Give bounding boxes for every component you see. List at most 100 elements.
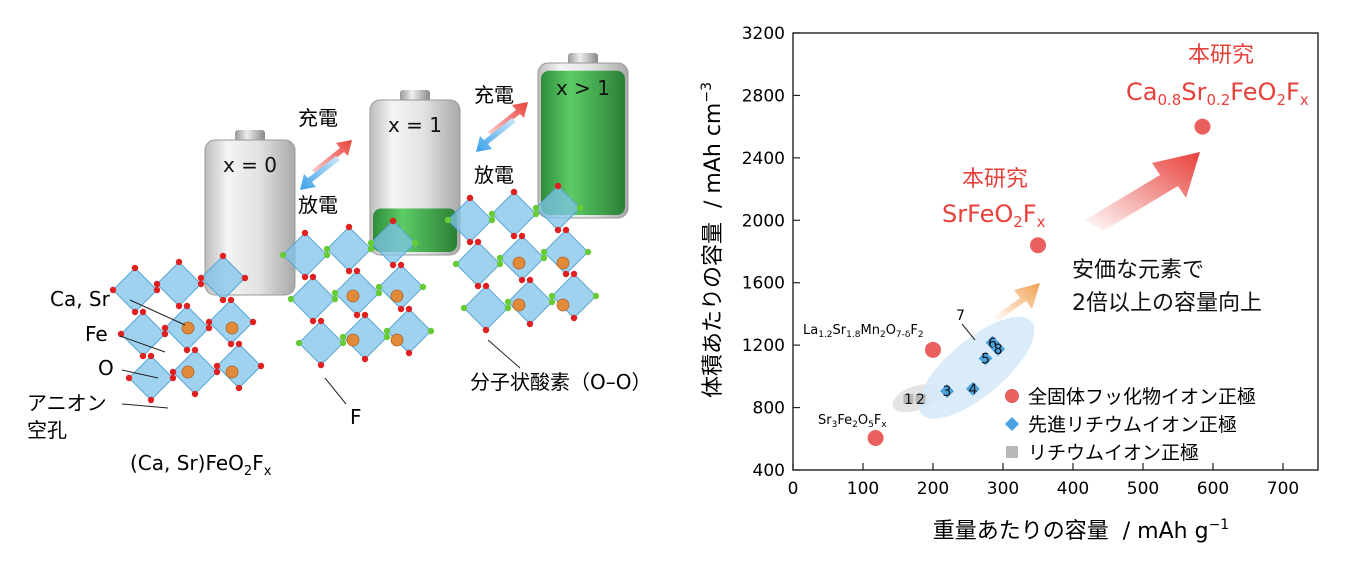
oxygen-atom-icon bbox=[153, 280, 161, 288]
crystal-structure-3 bbox=[444, 182, 600, 334]
data-point-number: 5 bbox=[981, 351, 990, 367]
cation-atom-icon bbox=[512, 256, 526, 270]
fe-octahedron-icon bbox=[386, 308, 432, 354]
legend-marker-circle-icon bbox=[1005, 389, 1019, 403]
battery-state-label: x = 0 bbox=[223, 153, 277, 177]
fe-octahedron-icon bbox=[491, 191, 537, 237]
oxygen-atom-icon bbox=[117, 330, 125, 338]
cation-atom-icon bbox=[181, 365, 195, 379]
data-point-circle bbox=[1194, 118, 1211, 135]
cheap-elements-label-1: 安価な元素で bbox=[1072, 258, 1204, 283]
battery-terminal-icon bbox=[400, 90, 430, 102]
oxygen-atom-icon bbox=[131, 264, 139, 272]
oxygen-atom-icon bbox=[161, 324, 169, 332]
y-tick-label: 2000 bbox=[742, 211, 785, 231]
oxygen-atom-icon bbox=[353, 267, 361, 275]
data-point-square bbox=[903, 393, 914, 404]
fluorine-atom-icon bbox=[411, 239, 419, 247]
label-fe: Fe bbox=[85, 322, 108, 346]
oxygen-atom-icon bbox=[183, 302, 191, 310]
battery-state-label: x > 1 bbox=[556, 76, 610, 100]
oxygen-atom-icon bbox=[301, 273, 309, 281]
fluorine-atom-icon bbox=[496, 260, 504, 268]
oxygen-atom-icon bbox=[197, 274, 205, 282]
oxygen-atom-icon bbox=[397, 261, 405, 269]
oxygen-atom-icon bbox=[526, 276, 534, 284]
oxygen-atom-icon bbox=[309, 317, 317, 325]
oxygen-atom-icon bbox=[397, 305, 405, 313]
fluorine-atom-icon bbox=[452, 260, 460, 268]
crystal-structures bbox=[109, 182, 600, 404]
oxygen-atom-icon bbox=[466, 194, 474, 202]
oxygen-atom-icon bbox=[139, 352, 147, 360]
fluorine-atom-icon bbox=[592, 292, 600, 300]
oxygen-atom-icon bbox=[175, 302, 183, 310]
oxygen-atom-icon bbox=[147, 396, 155, 404]
legend-entry-label: 先進リチウムイオン正極 bbox=[1028, 414, 1237, 436]
fluorine-atom-icon bbox=[540, 248, 548, 256]
oxygen-atom-icon bbox=[191, 346, 199, 354]
y-tick-label: 800 bbox=[753, 399, 785, 419]
cafeo-formula-label: Ca0.8Sr0.2FeO2Fx bbox=[1126, 78, 1309, 109]
data-point-number: 6 bbox=[988, 336, 997, 352]
plot-area bbox=[792, 32, 1319, 471]
cation-atom-icon bbox=[225, 321, 239, 335]
legend-marker-square-icon bbox=[1006, 446, 1018, 458]
oxygen-atom-icon bbox=[169, 374, 177, 382]
discharge-label: 放電 bbox=[474, 163, 514, 187]
oxygen-atom-icon bbox=[213, 368, 221, 376]
fluorine-atom-icon bbox=[444, 216, 452, 224]
label-anion-vacancy-2: 空孔 bbox=[27, 418, 67, 442]
fluorine-atom-icon bbox=[367, 239, 375, 247]
label-la-sr-mn-o-f: La1.2Sr1.8Mn2O7-δF2 bbox=[803, 323, 924, 340]
oxygen-atom-icon bbox=[197, 280, 205, 288]
fluorine-atom-icon bbox=[488, 216, 496, 224]
label-o: O bbox=[98, 356, 114, 380]
oxygen-atom-icon bbox=[161, 330, 169, 338]
data-point-number: 1 bbox=[904, 392, 913, 408]
fluorine-atom-icon bbox=[331, 295, 339, 303]
oxygen-atom-icon bbox=[301, 229, 309, 237]
fluorine-atom-icon bbox=[367, 245, 375, 253]
fe-octahedron-icon bbox=[128, 355, 174, 401]
fe-octahedron-icon bbox=[290, 276, 336, 322]
oxygen-atom-icon bbox=[389, 217, 397, 225]
fluorine-atom-icon bbox=[548, 298, 556, 306]
oxygen-atom-icon bbox=[562, 226, 570, 234]
fluorine-atom-icon bbox=[339, 333, 347, 341]
oxygen-atom-icon bbox=[191, 390, 199, 398]
oxygen-atom-icon bbox=[213, 362, 221, 370]
oxygen-atom-icon bbox=[153, 286, 161, 294]
data-point-circle bbox=[1030, 237, 1046, 254]
crystal-structure-1 bbox=[109, 252, 265, 404]
cation-atom-icon bbox=[181, 321, 195, 335]
x-tick-label: 0 bbox=[788, 479, 799, 499]
data-point-diamond bbox=[978, 351, 993, 366]
fluorine-atom-icon bbox=[460, 304, 468, 312]
oxygen-atom-icon bbox=[227, 340, 235, 348]
cation-atom-icon bbox=[512, 298, 526, 312]
oxygen-atom-icon bbox=[526, 320, 534, 328]
oxygen-atom-icon bbox=[554, 226, 562, 234]
oxygen-atom-icon bbox=[125, 374, 133, 382]
charge-label: 充電 bbox=[298, 106, 338, 130]
fluorine-atom-icon bbox=[323, 245, 331, 253]
oxygen-atom-icon bbox=[570, 314, 578, 322]
charge-discharge-arrows-1: 充電 放電 bbox=[298, 106, 352, 217]
data-point-diamond bbox=[991, 342, 1006, 357]
fluorine-atom-icon bbox=[295, 339, 303, 347]
oxygen-atom-icon bbox=[482, 282, 490, 290]
charge-arrow-icon bbox=[312, 140, 352, 174]
oxygen-atom-icon bbox=[169, 368, 177, 376]
fluorine-atom-icon bbox=[331, 289, 339, 297]
cheap-elements-label-2: 2倍以上の容量向上 bbox=[1072, 291, 1262, 316]
fluorine-atom-icon bbox=[427, 327, 435, 335]
x-tick-label: 500 bbox=[1127, 479, 1159, 499]
y-tick-label: 400 bbox=[753, 461, 785, 481]
fe-octahedron-icon bbox=[216, 343, 262, 389]
y-tick-label: 1200 bbox=[742, 336, 785, 356]
oxygen-atom-icon bbox=[554, 182, 562, 190]
fe-octahedron-icon bbox=[378, 264, 424, 310]
